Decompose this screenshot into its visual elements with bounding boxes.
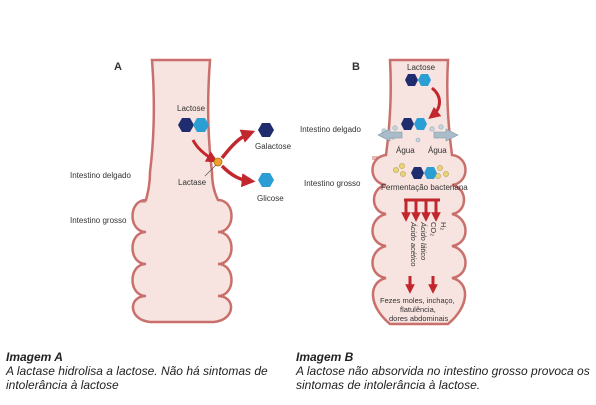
panel-b-intestine xyxy=(371,58,467,326)
caption-a: Imagem A A lactase hidrolisa a lactose. … xyxy=(6,350,286,392)
product-lactic-acid: Ácido lático xyxy=(419,221,428,260)
panel-a-large-intestine-label: Intestino grosso xyxy=(70,216,127,225)
galactose-hexagon-icon-b3 xyxy=(411,167,424,179)
panel-b-water-right-label: Água xyxy=(428,146,447,155)
panel-b-lactose-label: Lactose xyxy=(407,63,436,72)
panel-a-glucose-label: Glicose xyxy=(257,194,284,203)
panel-a-galactose-label: Galactose xyxy=(255,142,292,151)
panel-a-small-intestine-label: Intestino delgado xyxy=(70,171,131,180)
symptom-line-2: flatulência, xyxy=(400,305,436,314)
water-left-arrow-icon xyxy=(377,128,403,142)
panel-b-small-intestine-label: Intestino delgado xyxy=(300,125,361,134)
caption-b-text: A lactose não absorvida no intestino gro… xyxy=(296,364,590,392)
product-h2: H₂ xyxy=(439,222,448,230)
caption-b-title: Imagem B xyxy=(296,350,354,364)
water-right-arrow-icon xyxy=(433,128,459,142)
caption-b: Imagem B A lactose não absorvida no inte… xyxy=(296,350,594,392)
panel-b-letter: B xyxy=(352,61,360,73)
panel-b-fermentation-label: Fermentação bacteriana xyxy=(381,183,468,192)
panel-a-lactose-label: Lactose xyxy=(177,104,206,113)
panel-a-letter: A xyxy=(114,61,122,73)
symptom-line-1: Fezes moles, inchaço, xyxy=(380,296,455,305)
panel-b-large-intestine-label: Intestino grosso xyxy=(304,179,361,188)
lactase-enzyme-icon xyxy=(213,157,223,167)
glucose-hexagon-icon xyxy=(193,118,209,132)
panel-a-glucose-arrow xyxy=(220,164,256,188)
galactose-hexagon-icon xyxy=(178,118,194,132)
lactase-pointer-line xyxy=(204,164,217,177)
glucose-product-icon xyxy=(258,173,274,187)
product-acetic-acid: Ácido acético xyxy=(409,221,418,267)
panel-b-water-left-label: Água xyxy=(396,146,415,155)
fermentation-arrows xyxy=(401,198,441,222)
glucose-hexagon-icon-b xyxy=(418,74,431,86)
panel-a-hydrolysis-arrow xyxy=(191,139,219,163)
galactose-hexagon-icon-b2 xyxy=(401,118,414,130)
galactose-hexagon-icon-b xyxy=(405,74,418,86)
caption-a-text: A lactase hidrolisa a lactose. Não há si… xyxy=(6,364,268,392)
panel-a-lactase-label: Lactase xyxy=(178,178,207,187)
panel-a-galactose-arrow xyxy=(220,129,256,160)
product-co2: CO₂ xyxy=(429,222,438,236)
glucose-hexagon-icon-b3 xyxy=(424,167,437,179)
galactose-product-icon xyxy=(258,123,274,137)
glucose-hexagon-icon-b2 xyxy=(414,118,427,130)
panel-a: A Lactose Lactase Galactose Glicose Inte… xyxy=(70,58,292,324)
panel-b-lactose-arrow xyxy=(428,86,442,120)
caption-a-title: Imagem A xyxy=(6,350,63,364)
symptom-line-3: dores abdominais xyxy=(389,314,448,323)
panel-a-intestine xyxy=(131,58,233,324)
lactose-intolerance-diagram: A Lactose Lactase Galactose Glicose Inte… xyxy=(70,58,468,326)
panel-b: B Lactose Água Água xyxy=(300,58,468,326)
